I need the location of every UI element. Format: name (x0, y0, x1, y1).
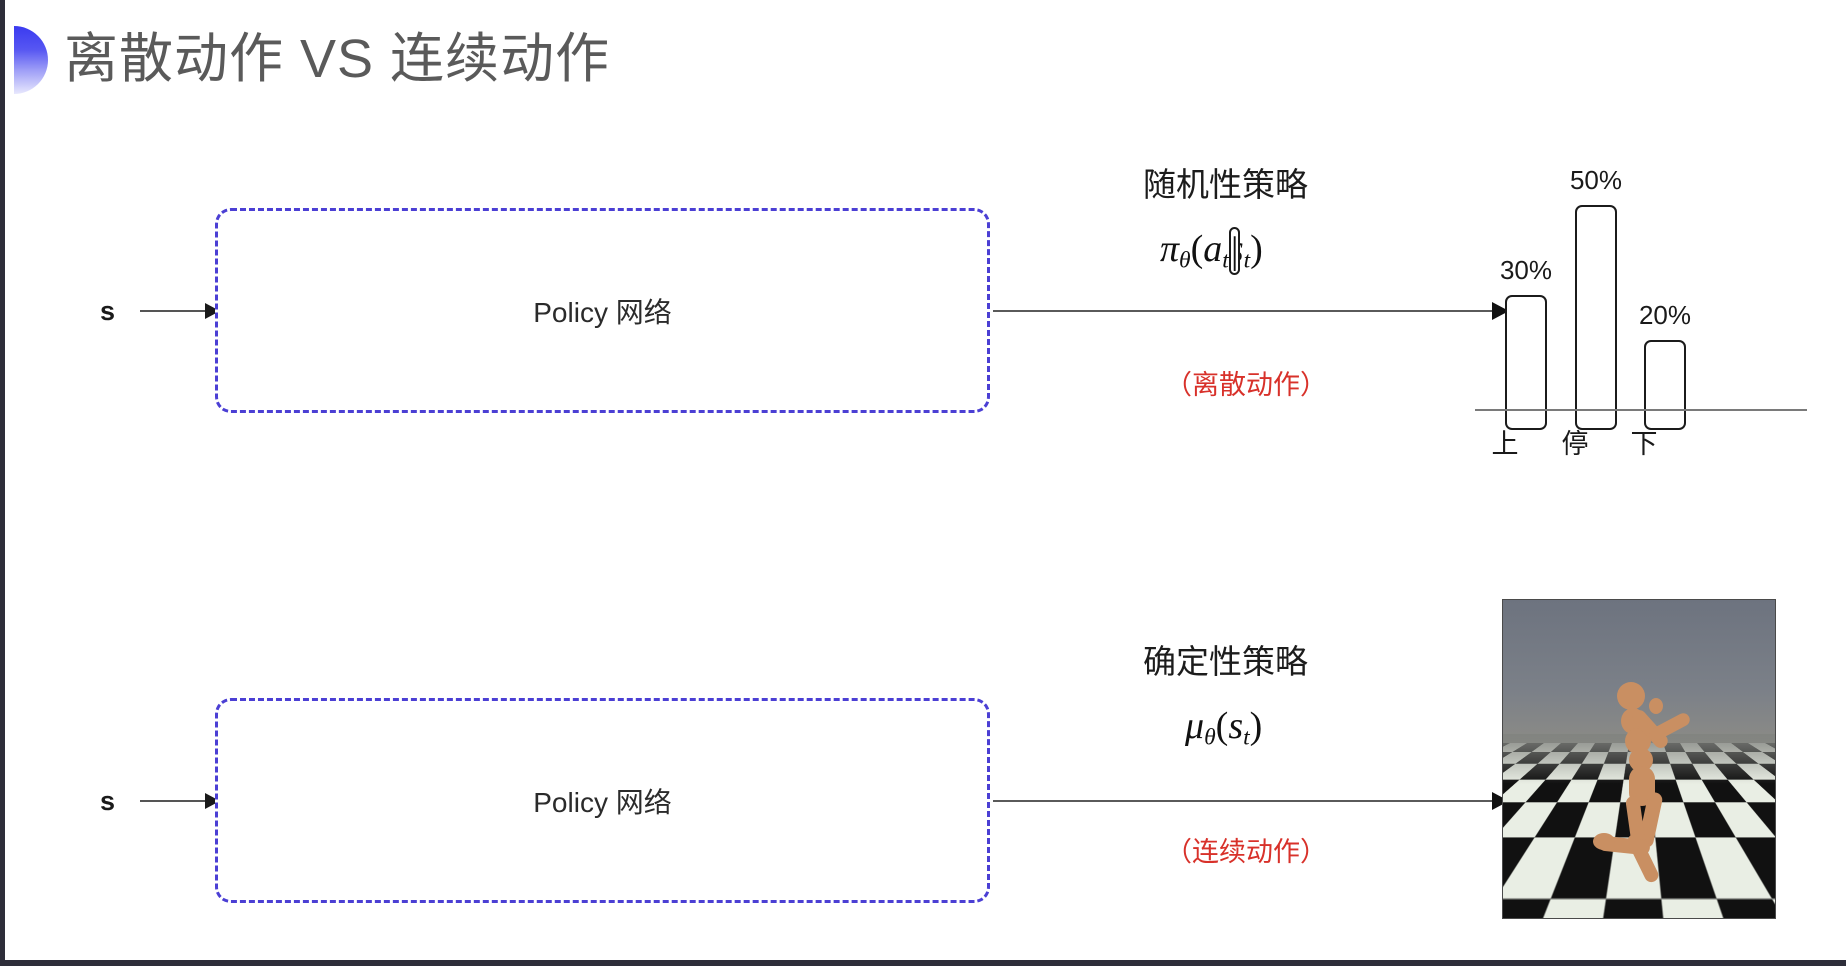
formula-condition-bar: | (1228, 226, 1241, 275)
page-title: 离散动作 VS 连续动作 (64, 29, 611, 89)
formula-fn-pi: π (1160, 228, 1180, 270)
formula-open-paren-2: ( (1215, 705, 1229, 747)
formula-sub-theta-2: θ (1204, 724, 1216, 751)
bar-chart-baseline (1475, 409, 1807, 411)
action-probability-bar-chart: 30% 50% 20% (1470, 100, 1816, 430)
formula-arg-a-sub: t (1222, 247, 1229, 274)
input-arrow-discrete (140, 303, 220, 319)
formula-close-paren-2: ) (1249, 705, 1263, 747)
bar-value-down: 20% (1638, 300, 1692, 330)
formula-fn-mu: μ (1185, 705, 1205, 747)
bar-value-up: 30% (1499, 255, 1553, 285)
humanoid-rear-foot (1593, 833, 1615, 850)
formula-sub-theta: θ (1179, 247, 1191, 274)
bar-category-stop: 停 (1561, 429, 1589, 459)
policy-network-label-continuous: Policy 网络 (533, 786, 672, 818)
state-label-continuous: s (100, 786, 116, 816)
input-arrow-continuous (140, 793, 220, 809)
formula-arg-s-2: s (1228, 705, 1244, 747)
half-circle-bullet-icon (14, 26, 48, 94)
formula-arg-s-sub: t (1243, 247, 1251, 274)
output-arrow-continuous (993, 792, 1509, 810)
left-edge-rule (0, 0, 5, 966)
output-arrow-discrete (993, 302, 1509, 320)
bar-stop (1575, 205, 1617, 430)
policy-network-box-continuous[interactable]: Policy 网络 (215, 698, 990, 903)
policy-network-box-discrete[interactable]: Policy 网络 (215, 208, 990, 413)
formula-open-paren: ( (1190, 228, 1204, 270)
bar-up (1505, 295, 1547, 430)
footer-rule (0, 960, 1846, 966)
stochastic-policy-formula: πθ(at|st) (1160, 226, 1263, 275)
continuous-action-row: s Policy 网络 确定性策略 μθ(st) （连续动作） (0, 590, 1846, 930)
bar-value-stop: 50% (1569, 165, 1623, 195)
deterministic-policy-formula: μθ(st) (1185, 704, 1262, 752)
discrete-action-row: s Policy 网络 随机性策略 πθ(at|st) （离散动作） (0, 100, 1846, 440)
stochastic-policy-title: 随机性策略 (1143, 166, 1308, 203)
deterministic-policy-title: 确定性策略 (1143, 643, 1308, 680)
formula-arg-s-sub-2: t (1243, 724, 1250, 751)
discrete-action-note: （离散动作） (1165, 370, 1327, 400)
formula-arg-a: a (1203, 228, 1223, 270)
policy-network-label-discrete: Policy 网络 (533, 296, 672, 328)
humanoid-head (1617, 682, 1645, 710)
bar-down (1644, 340, 1686, 430)
bar-category-up: 上 (1491, 429, 1519, 459)
humanoid-simulation-image (1503, 600, 1775, 918)
formula-close-paren: ) (1250, 228, 1263, 270)
humanoid-hand (1649, 698, 1663, 714)
bar-category-down: 下 (1630, 429, 1658, 459)
continuous-action-note: （连续动作） (1165, 837, 1327, 867)
state-label-discrete: s (100, 296, 116, 326)
